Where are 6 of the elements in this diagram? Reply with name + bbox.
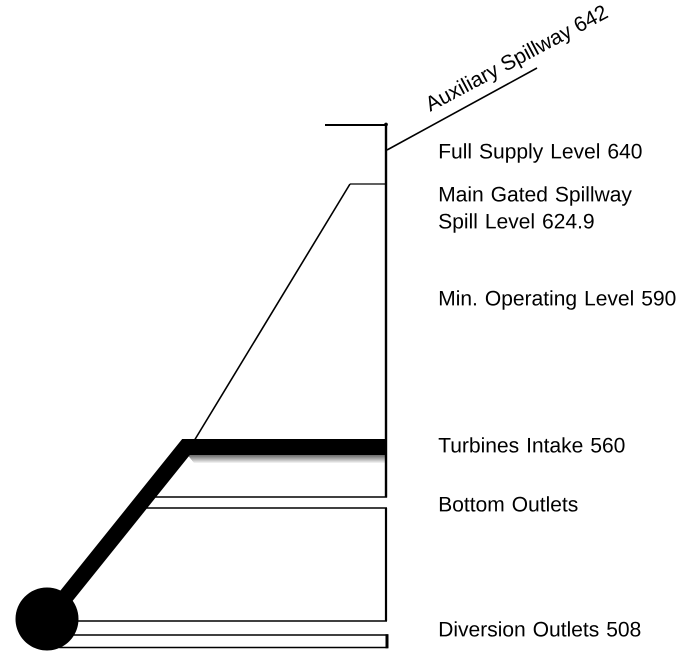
elevation-label: Turbines Intake 560 [438, 437, 625, 453]
elevation-label: Bottom Outlets [440, 496, 578, 512]
elevation-label: Diversion Outlets 508 [440, 621, 640, 637]
elevation-label: Full Supply Level 640 [440, 143, 642, 163]
elevation-label: Min. Operating Level 590 [440, 290, 676, 310]
elevation-label: Main Gated Spillway Spill Level 624.9 [439, 186, 632, 233]
